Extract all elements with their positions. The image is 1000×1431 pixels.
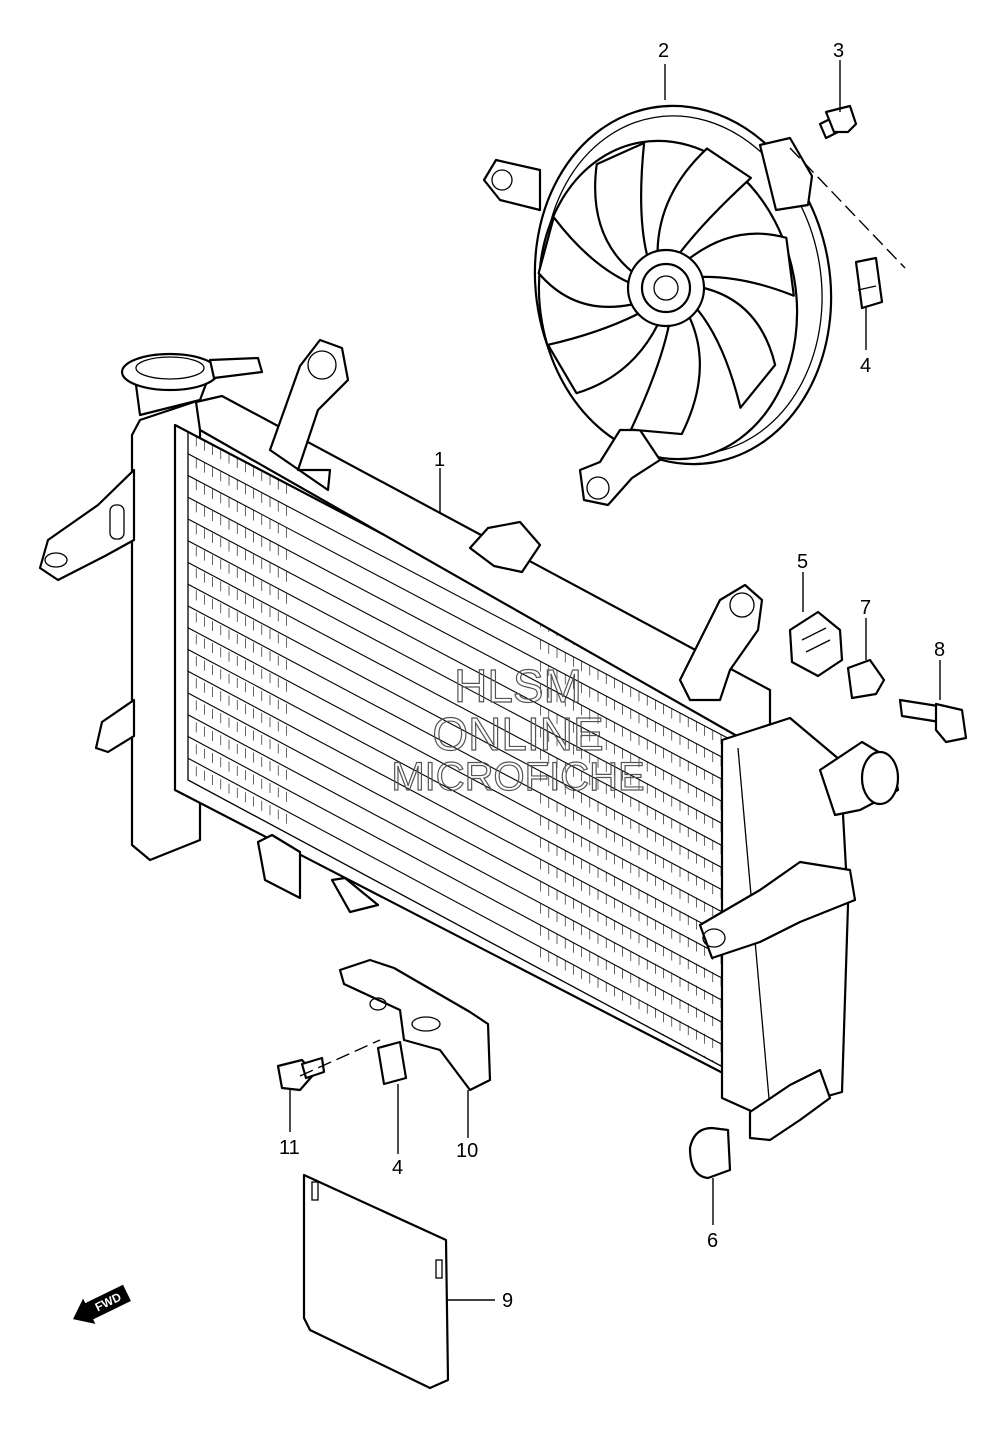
rail-clip bbox=[468, 520, 542, 574]
fan-mount-left bbox=[482, 158, 542, 212]
forward-arrow-icon: FWD bbox=[73, 1284, 131, 1324]
watermark: HLSM ONLINE MICROFICHE bbox=[391, 659, 646, 799]
fin-tube bbox=[187, 518, 763, 823]
fin-tube bbox=[187, 453, 763, 757]
right-side-bracket bbox=[698, 860, 857, 960]
fin-tube bbox=[187, 627, 763, 934]
fan-blades bbox=[537, 141, 795, 436]
lower-bolt bbox=[276, 1056, 326, 1092]
fan-blade bbox=[537, 216, 633, 308]
fan-blade bbox=[629, 316, 701, 436]
callout-1: 1 bbox=[434, 449, 445, 471]
callout-9: 9 bbox=[502, 1290, 513, 1312]
fin-tube bbox=[187, 736, 763, 1045]
callout-8: 8 bbox=[934, 639, 945, 661]
fan-blade bbox=[688, 232, 795, 297]
mount-bolt bbox=[898, 698, 968, 744]
callout-4-upper: 4 bbox=[860, 355, 871, 377]
callout-4-lower: 4 bbox=[392, 1157, 403, 1179]
fin-tube bbox=[187, 714, 763, 1023]
fin-tube bbox=[187, 475, 763, 779]
fin-tube bbox=[187, 605, 763, 912]
watermark-line-2: ONLINE bbox=[432, 708, 603, 760]
callout-10: 10 bbox=[456, 1140, 478, 1162]
callout-labels: 2 3 4 1 5 7 8 11 4 10 6 9 bbox=[279, 40, 945, 1312]
lower-bracket bbox=[338, 958, 492, 1092]
callout-2: 2 bbox=[658, 40, 669, 62]
fan-blade bbox=[594, 141, 649, 273]
callout-5: 5 bbox=[797, 551, 808, 573]
fin-tube bbox=[187, 562, 763, 868]
fan-blade bbox=[656, 147, 753, 254]
fan-blade bbox=[546, 312, 659, 395]
left-mount-bracket bbox=[38, 468, 136, 582]
fan-mount-right bbox=[758, 136, 814, 212]
watermark-line-1: HLSM bbox=[454, 660, 582, 712]
collar bbox=[846, 658, 886, 700]
watermark-line-3: MICROFICHE bbox=[391, 755, 644, 799]
leader-lines bbox=[289, 60, 941, 1301]
cover-plate bbox=[302, 1173, 450, 1390]
fin-tube bbox=[187, 692, 763, 1000]
fin-tube bbox=[187, 496, 763, 801]
fin-tube bbox=[187, 649, 763, 956]
right-top-bracket bbox=[678, 583, 764, 702]
cooling-fan bbox=[482, 104, 833, 507]
fin-tube bbox=[187, 583, 763, 890]
fan-blade bbox=[696, 286, 777, 409]
speed-nut-lower bbox=[376, 1040, 408, 1086]
fin-tube bbox=[187, 670, 763, 978]
grommet bbox=[788, 610, 844, 678]
bottom-left-tab bbox=[256, 833, 302, 900]
bottom-right-bracket bbox=[748, 1068, 832, 1142]
fan-bolt bbox=[818, 104, 858, 140]
callout-3: 3 bbox=[833, 40, 844, 62]
overflow-pipe bbox=[208, 356, 264, 380]
fin-tube bbox=[187, 757, 763, 1067]
radiator bbox=[38, 338, 900, 1142]
callout-6: 6 bbox=[707, 1230, 718, 1252]
fin-tube bbox=[187, 540, 763, 846]
fan-mount-bottom bbox=[578, 428, 662, 507]
callout-7: 7 bbox=[860, 597, 871, 619]
plug-cap bbox=[688, 1126, 732, 1180]
speed-nut-upper bbox=[854, 256, 884, 310]
callout-11: 11 bbox=[279, 1137, 300, 1159]
filler-cap bbox=[120, 352, 220, 392]
radiator-fins bbox=[187, 436, 763, 1084]
